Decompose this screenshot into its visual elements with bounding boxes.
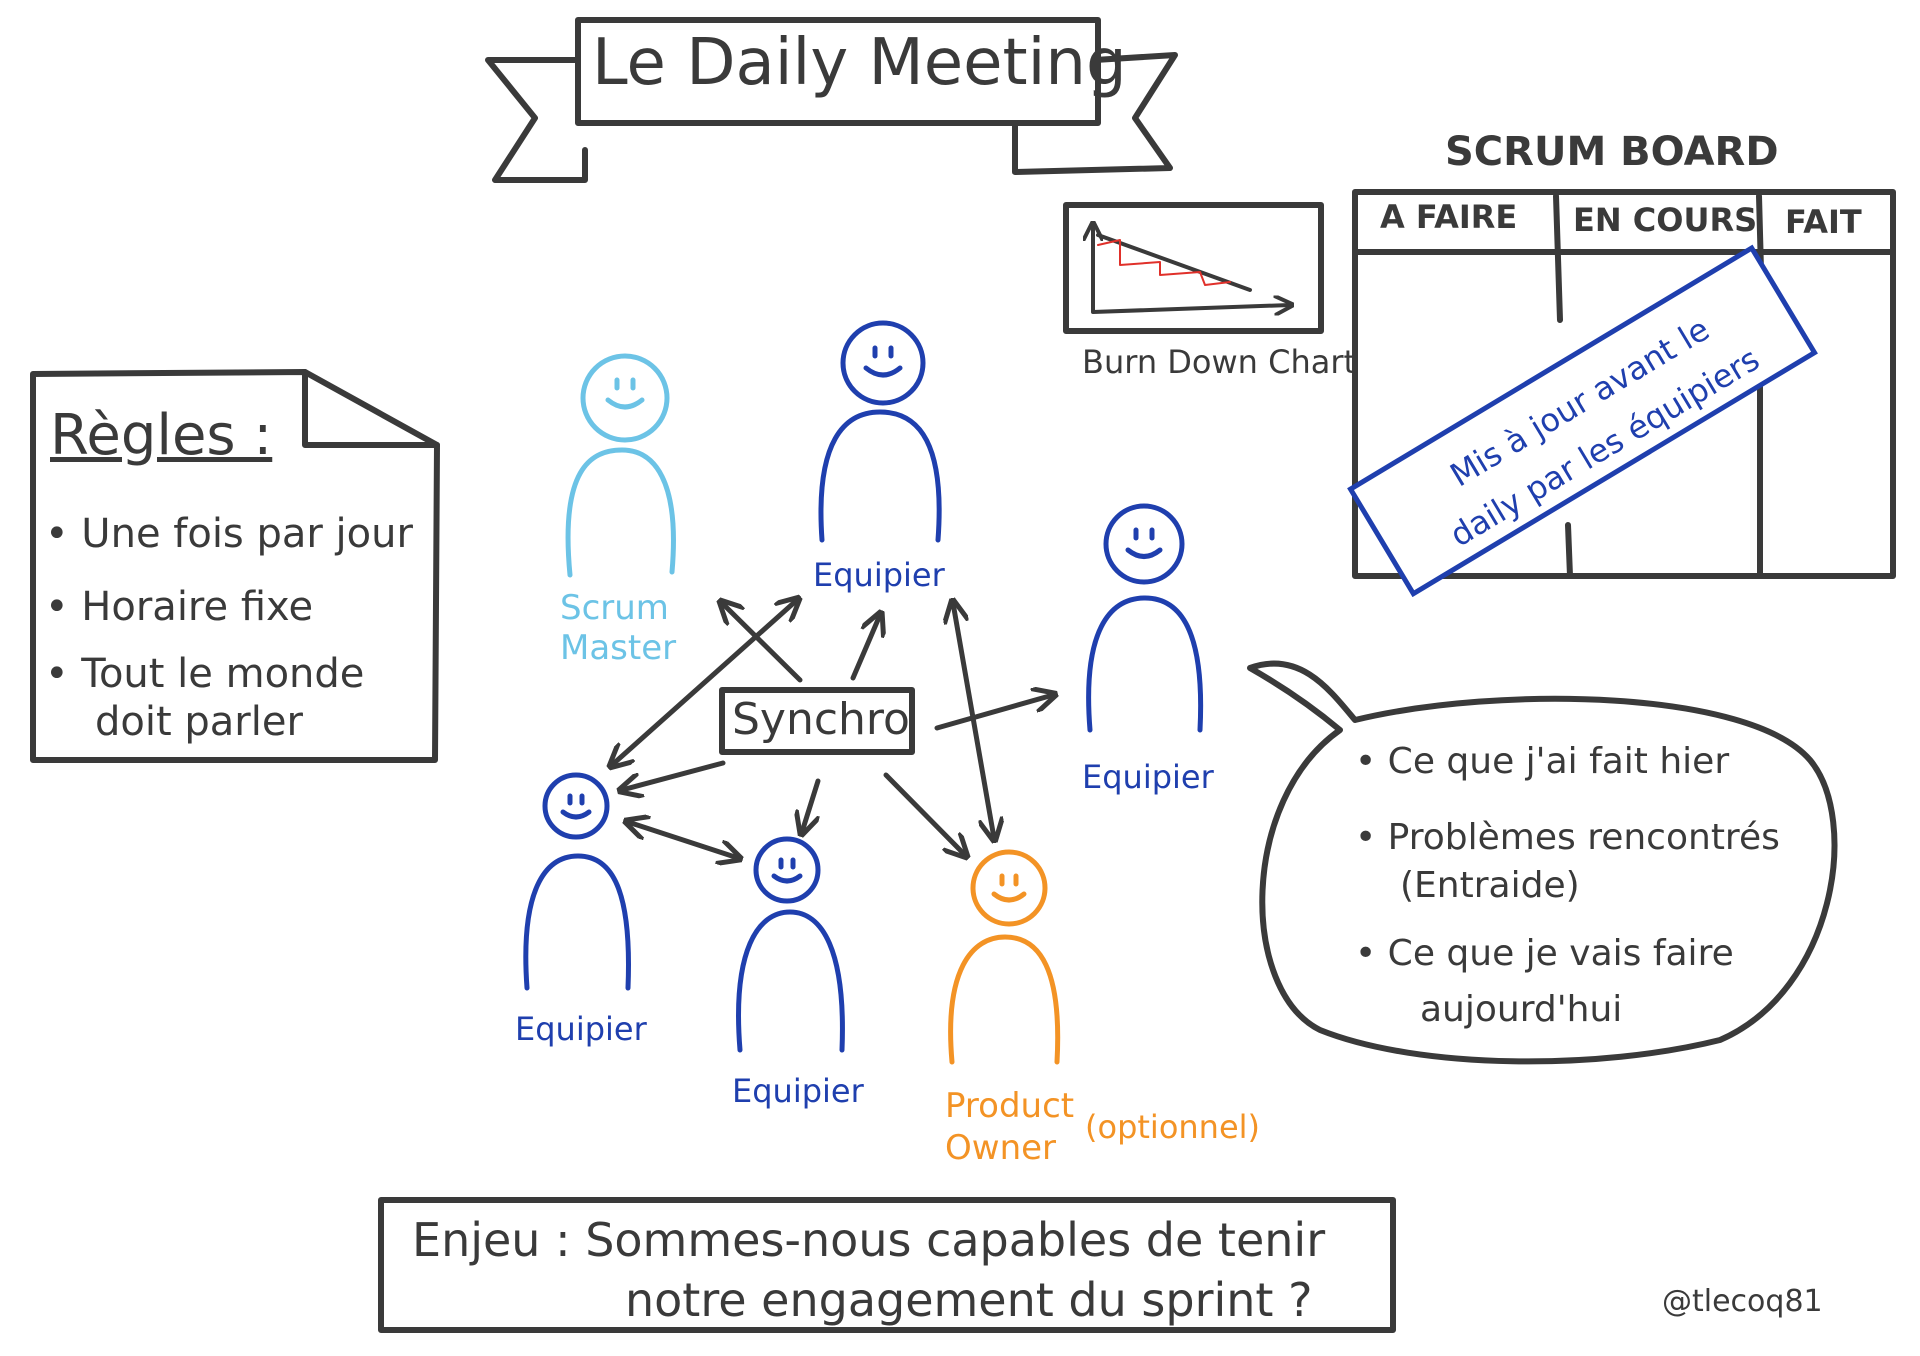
column-done: FAIT [1785, 203, 1862, 241]
product-owner-label: Owner [945, 1128, 1057, 1168]
teammate-figure-top [818, 320, 942, 543]
bubble-item: • Ce que je vais faire [1355, 933, 1734, 974]
teammate-label: Equipier [732, 1072, 864, 1110]
stake-line: Enjeu : Sommes-nous capables de tenir [412, 1213, 1326, 1267]
teammate-figure-bottom-middle [736, 836, 845, 1053]
teammate-label: Equipier [813, 556, 945, 594]
scrum-board-title: SCRUM BOARD [1445, 129, 1779, 175]
author-signature: @tlecoq81 [1662, 1284, 1823, 1319]
bubble-item: (Entraide) [1400, 865, 1580, 906]
bubble-item: • Ce que j'ai fait hier [1355, 741, 1730, 782]
title-banner [575, 17, 1101, 126]
speech-bubble [1247, 660, 1838, 1065]
arrows [612, 600, 1053, 858]
optional-label: (optionnel) [1085, 1108, 1261, 1146]
product-owner-figure [948, 849, 1061, 1065]
rule-item: • Horaire fixe [45, 584, 314, 630]
teammate-figure-right [1086, 503, 1204, 733]
stake-box [378, 1197, 1396, 1333]
teammate-figure-bottom-left [523, 772, 631, 991]
synchro-label: Synchro [732, 694, 910, 745]
teammate-label: Equipier [1082, 758, 1214, 796]
scrum-master-figure [565, 353, 676, 578]
rules-note [30, 369, 440, 763]
rule-item: • Une fois par jour [45, 511, 413, 557]
scrum-master-label: Master [560, 628, 677, 668]
stake-line: notre engagement du sprint ? [625, 1273, 1313, 1327]
scrum-master-label: Scrum [560, 588, 669, 628]
bubble-item: • Problèmes rencontrés [1355, 817, 1780, 858]
banner-ribbon-right [1012, 52, 1178, 175]
sticky-note [1347, 244, 1818, 598]
column-in-progress: EN COURS [1573, 201, 1758, 239]
page-title: Le Daily Meeting [592, 26, 1127, 100]
rule-item: • Tout le monde [45, 651, 365, 697]
scrum-board-frame [1352, 189, 1896, 579]
column-todo: A FAIRE [1380, 198, 1518, 236]
burndown-frame [1063, 202, 1324, 334]
bubble-item: aujourd'hui [1420, 989, 1623, 1030]
product-owner-label: Product [945, 1086, 1075, 1126]
rule-item: doit parler [95, 699, 303, 745]
burndown-label: Burn Down Chart [1082, 343, 1357, 381]
teammate-label: Equipier [515, 1010, 647, 1048]
banner-ribbon-left [485, 57, 588, 183]
rules-heading: Règles : [50, 403, 273, 468]
